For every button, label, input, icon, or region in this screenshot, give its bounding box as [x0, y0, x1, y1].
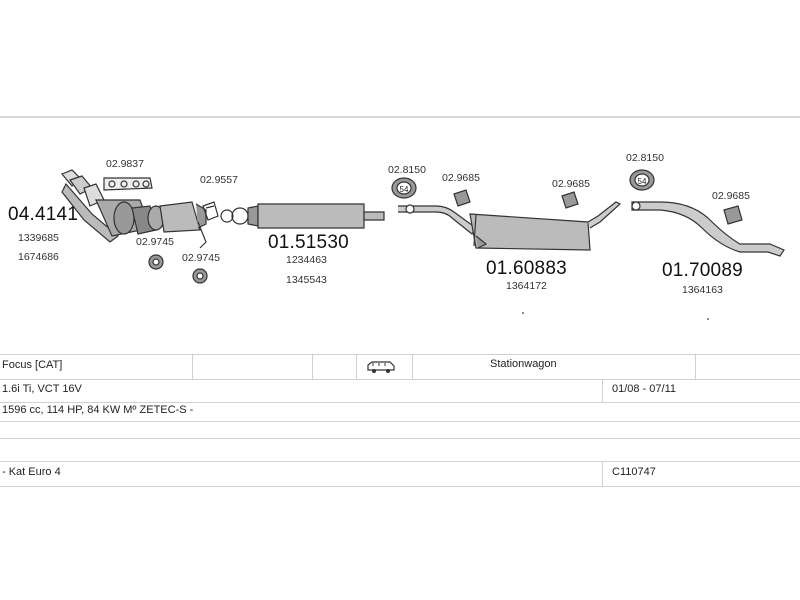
hanger-drawing-b	[561, 191, 579, 209]
engine-cell: 1.6i Ti, VCT 16V	[2, 383, 82, 395]
clamp-drawing	[202, 201, 219, 221]
rear-pipe-drawing	[631, 201, 785, 257]
center-silencer-ref: 1364172	[506, 280, 547, 292]
mount-b-code: 02.9745	[182, 252, 220, 264]
gasket-drawing	[103, 177, 153, 191]
divider	[192, 355, 193, 379]
divider	[312, 355, 313, 379]
front-pipe-ref-2: 1345543	[286, 274, 327, 286]
hanger-drawing-a	[453, 189, 471, 207]
top-border	[0, 116, 800, 118]
divider	[695, 355, 696, 379]
ring-mount-a-code: 02.8150	[388, 164, 426, 176]
ring-mount-drawing-b	[629, 169, 655, 191]
mount-drawing-a	[148, 254, 164, 270]
exhaust-drawing: 54 54	[61, 169, 785, 320]
model-cell: Focus [CAT]	[2, 359, 63, 371]
gasket-code: 02.9837	[106, 158, 144, 170]
center-silencer-drawing	[398, 201, 622, 251]
front-pipe-code: 01.51530	[268, 232, 349, 253]
divider	[356, 355, 357, 379]
center-silencer-code: 01.60883	[486, 258, 567, 279]
hanger-b-code: 02.9685	[552, 178, 590, 190]
ring-label-a: 54	[400, 185, 409, 194]
manifold-code: 04.4141	[8, 204, 79, 225]
row-engine: 1.6i Ti, VCT 16V 01/08 - 07/11	[0, 379, 800, 403]
station-wagon-icon	[366, 360, 396, 377]
clamp-code: 02.9557	[200, 174, 238, 186]
rear-pipe-ref: 1364163	[682, 284, 723, 296]
row-empty-1	[0, 422, 800, 439]
years-cell: 01/08 - 07/11	[612, 383, 677, 395]
exhaust-diagram: 54 54 04.4141 1339685 1674686 02.9837 02…	[0, 118, 800, 354]
row-empty-2	[0, 439, 800, 462]
divider	[412, 355, 413, 379]
hanger-drawing-c	[723, 205, 743, 225]
hanger-a-code: 02.9685	[442, 172, 480, 184]
manifold-ref-1: 1339685	[18, 232, 59, 244]
divider	[602, 379, 603, 402]
emission-cell: - Kat Euro 4	[2, 466, 61, 478]
ring-mount-drawing-a	[391, 177, 417, 199]
row-spec: 1596 cc, 114 HP, 84 KW Mº ZETEC-S -	[0, 403, 800, 422]
row-emission: - Kat Euro 4 C110747	[0, 462, 800, 487]
body-type: Stationwagon	[490, 358, 557, 370]
manifold-drawing	[61, 169, 157, 243]
catalyst-drawing	[147, 201, 207, 249]
mount-a-code: 02.9745	[136, 236, 174, 248]
divider	[602, 462, 603, 486]
manifold-ref-2: 1674686	[18, 251, 59, 263]
set-code-cell: C110747	[612, 466, 656, 478]
front-pipe-ref-1: 1234463	[286, 254, 327, 266]
rear-pipe-code: 01.70089	[662, 260, 743, 281]
hanger-c-code: 02.9685	[712, 190, 750, 202]
mount-drawing-b	[192, 268, 208, 284]
row-model: Focus [CAT] Stationwagon	[0, 354, 800, 380]
spec-cell: 1596 cc, 114 HP, 84 KW Mº ZETEC-S -	[2, 404, 194, 416]
ring-label-b: 54	[638, 177, 647, 186]
ring-mount-b-code: 02.8150	[626, 152, 664, 164]
front-pipe-drawing	[220, 203, 385, 229]
